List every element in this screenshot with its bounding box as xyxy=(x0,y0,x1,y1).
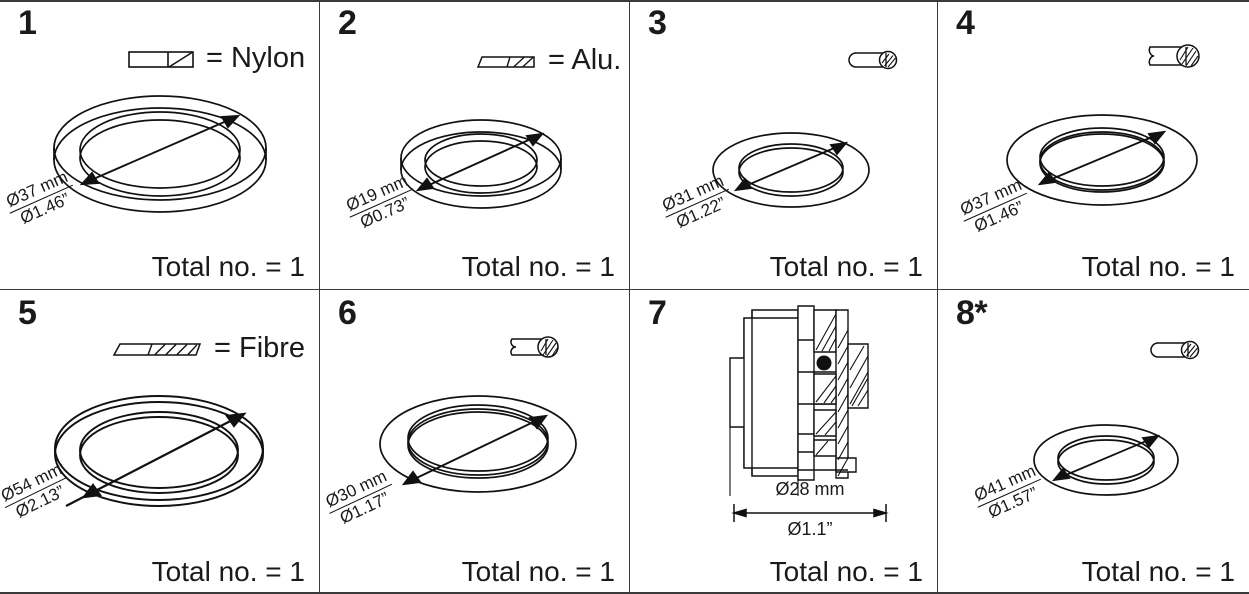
sheet-border-top xyxy=(0,0,1249,2)
flat-strip-hatched-icon xyxy=(112,339,204,359)
material-legend xyxy=(842,46,914,72)
washer-drawing xyxy=(992,104,1212,229)
total-count-label: Total no. = 1 xyxy=(461,556,615,587)
washer-drawing xyxy=(1016,408,1196,523)
washer-drawing xyxy=(368,378,588,523)
washer-drawing xyxy=(386,110,576,233)
round-cord-section-icon xyxy=(502,332,568,362)
round-cord-section-large-icon xyxy=(1138,40,1210,72)
part-index: 7 xyxy=(648,294,667,332)
thin-section-hatched-icon xyxy=(476,51,538,71)
total-count-label: Total no. = 1 xyxy=(769,251,923,282)
total-count-label: Total no. = 1 xyxy=(1081,556,1235,587)
part-cell-2[interactable]: 2 = Alu. xyxy=(320,0,630,290)
dimension-line xyxy=(730,504,890,527)
rectangular-section-hatched-icon xyxy=(128,46,196,72)
diameter-mm: Ø28 mm xyxy=(775,479,845,499)
total-count-label: Total no. = 1 xyxy=(461,251,615,282)
sectional-assembly-drawing xyxy=(696,300,886,505)
part-cell-4[interactable]: 4 xyxy=(938,0,1249,290)
part-index: 1 xyxy=(18,4,37,42)
diameter-dimension-inch: Ø1.1” xyxy=(730,518,890,541)
part-index: 6 xyxy=(338,294,357,332)
material-legend: = Fibre xyxy=(112,334,305,363)
material-legend-label: = Fibre xyxy=(214,332,306,364)
part-cell-7[interactable]: 7 xyxy=(630,290,938,594)
part-cell-8[interactable]: 8* xyxy=(938,290,1249,594)
total-count-label: Total no. = 1 xyxy=(1081,251,1235,282)
diameter-inch: Ø1.1” xyxy=(787,519,833,539)
material-legend xyxy=(1144,336,1216,362)
material-legend-label: = Nylon xyxy=(206,42,306,74)
material-legend xyxy=(502,332,578,362)
sheet-border-bottom xyxy=(0,592,1249,594)
part-index: 2 xyxy=(338,4,357,42)
total-count-label: Total no. = 1 xyxy=(769,556,923,587)
material-legend xyxy=(1138,40,1220,72)
part-index: 8* xyxy=(956,294,988,332)
material-legend: = Alu. xyxy=(476,46,621,75)
part-index: 5 xyxy=(18,294,37,332)
part-cell-3[interactable]: 3 xyxy=(630,0,938,290)
material-legend: = Nylon xyxy=(128,44,305,73)
part-cell-5[interactable]: 5 = Fibre xyxy=(0,290,320,594)
washer-drawing xyxy=(44,386,274,531)
diameter-dimension: Ø28 mm xyxy=(730,478,890,501)
round-cord-section-icon xyxy=(842,46,904,72)
total-count-label: Total no. = 1 xyxy=(151,556,305,587)
o-ring-bead xyxy=(816,355,832,371)
washer-drawing xyxy=(696,118,886,233)
material-legend-label: = Alu. xyxy=(548,44,622,76)
total-count-label: Total no. = 1 xyxy=(151,251,305,282)
part-cell-6[interactable]: 6 xyxy=(320,290,630,594)
part-index: 4 xyxy=(956,4,975,42)
washer-drawing xyxy=(40,86,280,231)
round-cord-section-icon xyxy=(1144,336,1206,362)
part-index: 3 xyxy=(648,4,667,42)
diameter-dimension: Ø37 mm Ø1.46” xyxy=(955,175,1035,239)
part-cell-1[interactable]: 1 = Nylon xyxy=(0,0,320,290)
